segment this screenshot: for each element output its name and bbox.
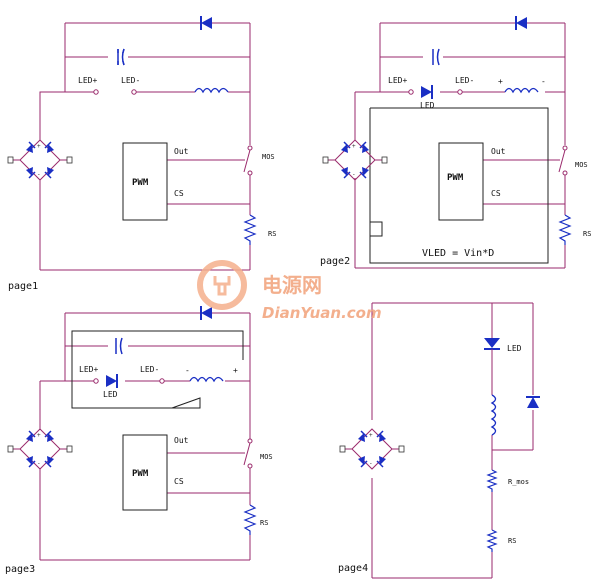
freewheel-diode-p1 [200, 15, 213, 31]
inductor-p4 [490, 394, 497, 436]
schematic-page1 [39, 22, 251, 271]
label-rs-p4: RS [508, 537, 516, 545]
resistor-rs-p1 [243, 214, 257, 245]
label-rs-p2: RS [583, 230, 591, 238]
label-rs-p1: RS [268, 230, 276, 238]
led-p4 [484, 335, 500, 353]
label-pwm-p3: PWM [132, 469, 149, 479]
inductor-p3 [189, 376, 224, 383]
label-page4: page4 [338, 563, 368, 574]
capacitor-p2 [423, 48, 443, 66]
watermark-en: DianYuan.com [262, 304, 382, 322]
label-mos-p1: MOS [262, 153, 275, 161]
label-led-p3: LED [103, 390, 118, 399]
label-pwm-p2: PWM [447, 173, 464, 183]
resistor-rmos-p4 [486, 469, 498, 492]
label-rs-p3: RS [260, 519, 268, 527]
resistor-rs-p2 [558, 214, 572, 245]
label-led-plus-p1: LED+ [78, 76, 97, 85]
bridge-rectifier-p2 [322, 139, 388, 181]
label-vled-equation: VLED = Vin*D [422, 248, 494, 259]
label-out-p3: Out [174, 436, 189, 445]
schematic-page2 [354, 22, 566, 269]
inductor-p2 [504, 87, 539, 94]
resistor-rs-p3 [243, 504, 257, 535]
led-p2 [420, 84, 433, 100]
label-out-p1: Out [174, 147, 189, 156]
label-minus-p3: - [185, 366, 190, 375]
label-plus-p2: + [498, 77, 503, 86]
label-minus-p2: - [541, 77, 546, 86]
watermark-cn: 电源网 [262, 273, 322, 297]
pwm-box-p2 [438, 142, 484, 221]
led-p3 [105, 373, 118, 389]
label-led-p4: LED [507, 344, 522, 353]
label-led-plus-p3: LED+ [79, 365, 98, 374]
label-page2: page2 [320, 256, 350, 267]
label-mos-p3: MOS [260, 453, 273, 461]
label-led-minus-p3: LED- [140, 365, 159, 374]
freewheel-diode-p2 [515, 15, 528, 31]
inductor-p1 [194, 87, 229, 94]
label-pwm-p1: PWM [132, 178, 149, 188]
label-page3: page3 [5, 564, 35, 575]
capacitor-p1 [108, 48, 128, 66]
label-mos-p2: MOS [575, 161, 588, 169]
label-led-minus-p2: LED- [455, 76, 474, 85]
pwm-box-p1 [122, 142, 168, 221]
watermark: 电源网 DianYuan.com [197, 260, 382, 322]
bridge-rectifier-p3 [7, 428, 73, 470]
label-page1: page1 [8, 281, 38, 292]
bridge-rectifier-p1 [7, 139, 73, 181]
label-cs-p3: CS [174, 477, 184, 486]
label-cs-p2: CS [491, 189, 501, 198]
resistor-rs-p4 [486, 529, 498, 552]
schematic-page4 [371, 302, 534, 579]
label-out-p2: Out [491, 147, 506, 156]
freewheel-diode-p4 [525, 396, 541, 409]
bridge-rectifier-p4 [339, 428, 405, 470]
label-rmos-p4: R_mos [508, 478, 529, 486]
freewheel-diode-p3 [200, 305, 213, 321]
label-led-p2: LED [420, 101, 435, 110]
label-led-minus-p1: LED- [121, 76, 140, 85]
watermark-plug-icon [197, 260, 247, 310]
label-led-plus-p2: LED+ [388, 76, 407, 85]
label-cs-p1: CS [174, 189, 184, 198]
capacitor-p3 [108, 337, 128, 355]
pwm-box-p3 [122, 434, 168, 511]
schematic-page3 [39, 312, 251, 561]
label-plus-p3: + [233, 366, 238, 375]
